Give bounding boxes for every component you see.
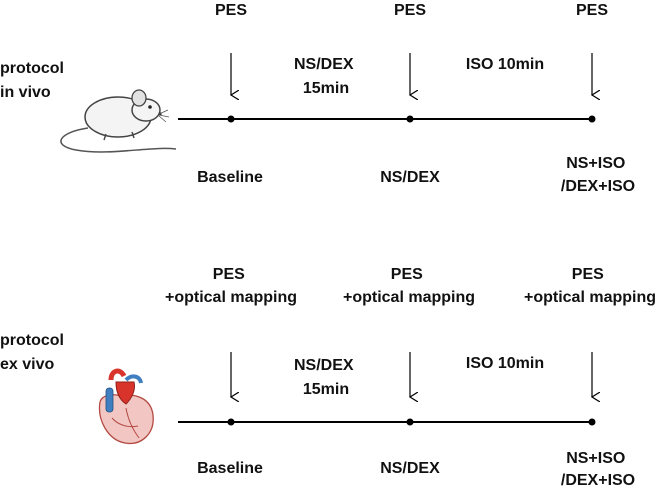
in-vivo-interval-label-1-line-1: NS/DEX [294,56,354,73]
in-vivo-interval-label-2-line-1: ISO 10min [466,56,544,73]
ex-vivo-bottom-label-3-line-2: /DEX+ISO [561,472,635,487]
in-vivo-bottom-label-1: Baseline [197,169,263,186]
ex-vivo-top-label-3-line-1: PES [572,266,604,283]
ex-vivo-interval-label-1-line-2: 15min [303,381,349,398]
in-vivo-top-label-1-line-1: PES [215,2,247,19]
ex-vivo-side-label: protocol ex vivo [0,332,68,373]
in-vivo-side-line-1: protocol [0,60,64,77]
in-vivo-top-label-2: PES [394,2,426,19]
ex-vivo-timepoint-2 [406,418,414,426]
ex-vivo-interval-label-1-line-1: NS/DEX [294,357,354,374]
in-vivo-top-label-1: PES [215,2,247,19]
ex-vivo-top-label-1-line-2: +optical mapping [165,289,297,306]
ex-vivo-top-label-1-line-1: PES [213,266,245,283]
in-vivo-bottom-label-3-line-1: NS+ISO [566,155,625,172]
in-vivo-top-label-2-line-1: PES [394,2,426,19]
in-vivo-top-label-3-line-1: PES [576,2,608,19]
in-vivo-timepoint-3 [588,115,596,123]
ex-vivo-bottom-label-2-line-1: NS/DEX [380,460,440,477]
ex-vivo-timepoint-3 [588,418,596,426]
in-vivo-timepoint-2 [406,115,414,123]
ex-vivo-top-label-3: PES +optical mapping [524,266,656,306]
ex-vivo-bottom-label-1: Baseline [197,460,263,477]
ex-vivo-panel: protocol ex vivo PES +optical mapping [0,266,656,487]
ex-vivo-top-label-2-line-2: +optical mapping [343,289,475,306]
heart-icon [98,368,154,445]
ex-vivo-interval-label-1: NS/DEX 15min [294,357,358,398]
in-vivo-panel: protocol in vivo PES [0,2,635,195]
ex-vivo-interval-label-2-line-1: ISO 10min [466,355,544,372]
ex-vivo-interval-label-2: ISO 10min [466,355,544,372]
in-vivo-bottom-label-1-line-1: Baseline [197,169,263,186]
in-vivo-interval-label-1-line-2: 15min [303,80,349,97]
ex-vivo-bottom-label-2: NS/DEX [380,460,440,477]
ex-vivo-bottom-label-3: NS+ISO /DEX+ISO [561,450,635,487]
in-vivo-timepoint-1 [227,115,235,123]
in-vivo-bottom-label-2-line-1: NS/DEX [380,169,440,186]
ex-vivo-top-label-3-line-2: +optical mapping [524,289,656,306]
mouse-icon [60,89,177,153]
ex-vivo-top-label-1: PES +optical mapping [165,266,297,306]
ex-vivo-timepoint-1 [227,418,235,426]
in-vivo-side-label: protocol in vivo [0,60,68,101]
in-vivo-bottom-label-3: NS+ISO /DEX+ISO [561,155,635,195]
ex-vivo-bottom-label-3-line-1: NS+ISO [566,450,625,467]
in-vivo-bottom-label-3-line-2: /DEX+ISO [561,178,635,195]
in-vivo-interval-label-2: ISO 10min [466,56,544,73]
in-vivo-side-line-2: in vivo [0,84,51,101]
in-vivo-bottom-label-2: NS/DEX [380,169,440,186]
ex-vivo-top-label-2-line-1: PES [391,266,423,283]
ex-vivo-side-line-1: protocol [0,332,64,349]
in-vivo-top-label-3: PES [576,2,608,19]
ex-vivo-top-label-2: PES +optical mapping [343,266,475,306]
ex-vivo-side-line-2: ex vivo [0,356,54,373]
ex-vivo-bottom-label-1-line-1: Baseline [197,460,263,477]
in-vivo-interval-label-1: NS/DEX 15min [294,56,358,97]
